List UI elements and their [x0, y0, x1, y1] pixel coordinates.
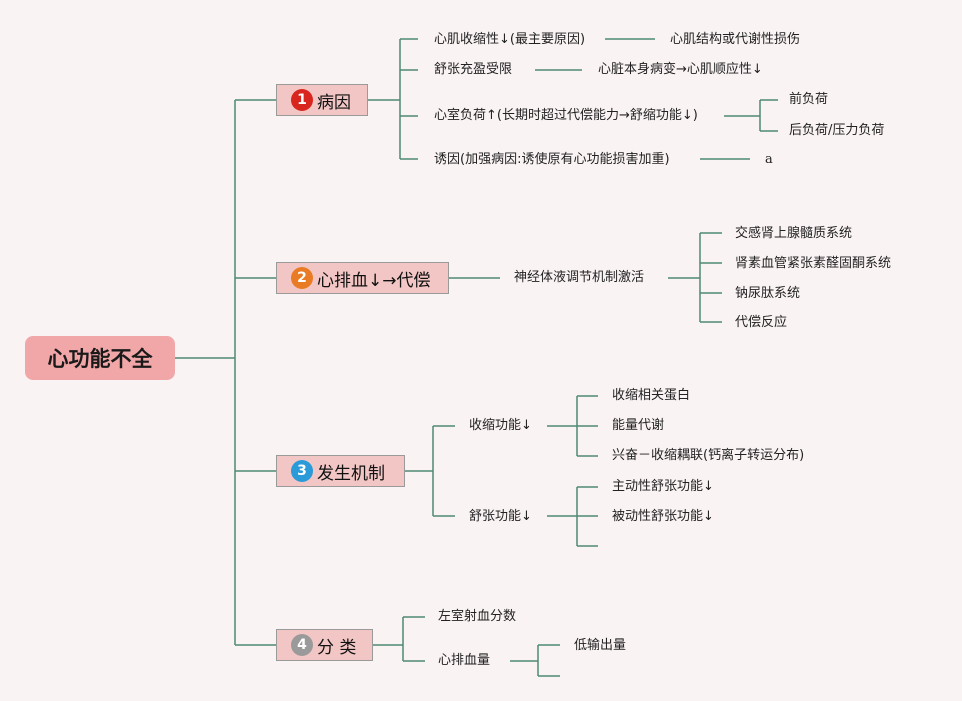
number-badge: 2 [291, 267, 313, 289]
topic-node[interactable]: 诱因(加强病因:诱使原有心功能损害加重) [434, 152, 670, 167]
subtopic-node[interactable]: a [765, 152, 773, 167]
topic-node[interactable]: 心排血量 [438, 653, 491, 668]
subtopic-node[interactable]: 代偿反应 [735, 315, 788, 330]
branch-label: 病因 [317, 92, 351, 113]
topic-node[interactable]: 舒张功能↓ [469, 509, 532, 524]
topic-node[interactable]: 左室射血分数 [438, 609, 517, 624]
subtopic-node[interactable]: 低输出量 [574, 638, 627, 653]
subtopic-node[interactable]: 被动性舒张功能↓ [612, 509, 714, 524]
subtopic-node[interactable]: 交感肾上腺髓质系统 [735, 226, 853, 241]
subtopic-node[interactable]: 钠尿肽系统 [735, 286, 801, 301]
number-badge: 4 [291, 634, 313, 656]
subtopic-node[interactable]: 主动性舒张功能↓ [612, 479, 714, 494]
subtopic-node[interactable]: 肾素血管紧张素醛固酮系统 [735, 256, 892, 271]
topic-node[interactable]: 心室负荷↑(长期时超过代偿能力→舒缩功能↓) [434, 108, 698, 123]
topic-node[interactable]: 舒张充盈受限 [434, 62, 513, 77]
subtopic-node[interactable]: 心脏本身病变→心肌顺应性↓ [598, 62, 763, 77]
subtopic-node[interactable]: 兴奋－收缩耦联(钙离子转运分布) [612, 448, 805, 463]
branch-classification[interactable]: 4 分 类 [276, 629, 373, 661]
root-node[interactable]: 心功能不全 [25, 336, 175, 380]
branch-label: 发生机制 [317, 463, 385, 484]
subtopic-node[interactable]: 心肌结构或代谢性损伤 [670, 32, 801, 47]
topic-node[interactable]: 收缩功能↓ [469, 418, 532, 433]
branch-cause[interactable]: 1 病因 [276, 84, 368, 116]
topic-node[interactable]: 心肌收缩性↓(最主要原因) [434, 32, 586, 47]
branch-label: 心排血↓→代偿 [317, 270, 431, 291]
number-badge: 1 [291, 89, 313, 111]
subtopic-node[interactable]: 收缩相关蛋白 [612, 388, 691, 403]
branch-compensation[interactable]: 2 心排血↓→代偿 [276, 262, 449, 294]
subtopic-node[interactable]: 能量代谢 [612, 418, 665, 433]
number-badge: 3 [291, 460, 313, 482]
topic-node[interactable]: 神经体液调节机制激活 [514, 270, 645, 285]
branch-mechanism[interactable]: 3 发生机制 [276, 455, 405, 487]
branch-label: 分 类 [317, 637, 357, 658]
subtopic-node[interactable]: 前负荷 [789, 92, 829, 107]
subtopic-node[interactable]: 后负荷/压力负荷 [789, 123, 885, 138]
